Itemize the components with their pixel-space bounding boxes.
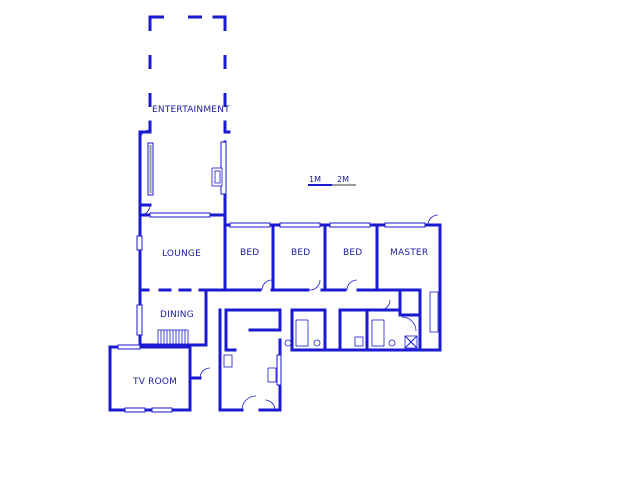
bedroom-row-walls (223, 214, 442, 352)
room-label-master: MASTER (390, 248, 428, 258)
room-label-bed-3: BED (343, 248, 362, 258)
scale-label-1m: 1M (309, 175, 321, 184)
scale-label-2m: 2M (337, 175, 349, 184)
lounge-dining-walls (136, 212, 227, 347)
room-label-dining: DINING (160, 310, 194, 320)
bathroom-walls (224, 288, 442, 352)
tv-room-walls (108, 344, 211, 413)
room-label-bed-1: BED (240, 248, 259, 258)
room-label-tv-room: TV ROOM (132, 377, 177, 387)
room-label-lounge: LOUNGE (162, 249, 201, 259)
entertainment-passage (138, 129, 227, 222)
kitchen-walls (218, 308, 282, 412)
room-label-entertainment: ENTERTAINMENT (152, 105, 230, 115)
scale-bar: 1M 2M (308, 175, 356, 186)
room-label-bed-2: BED (291, 248, 310, 258)
